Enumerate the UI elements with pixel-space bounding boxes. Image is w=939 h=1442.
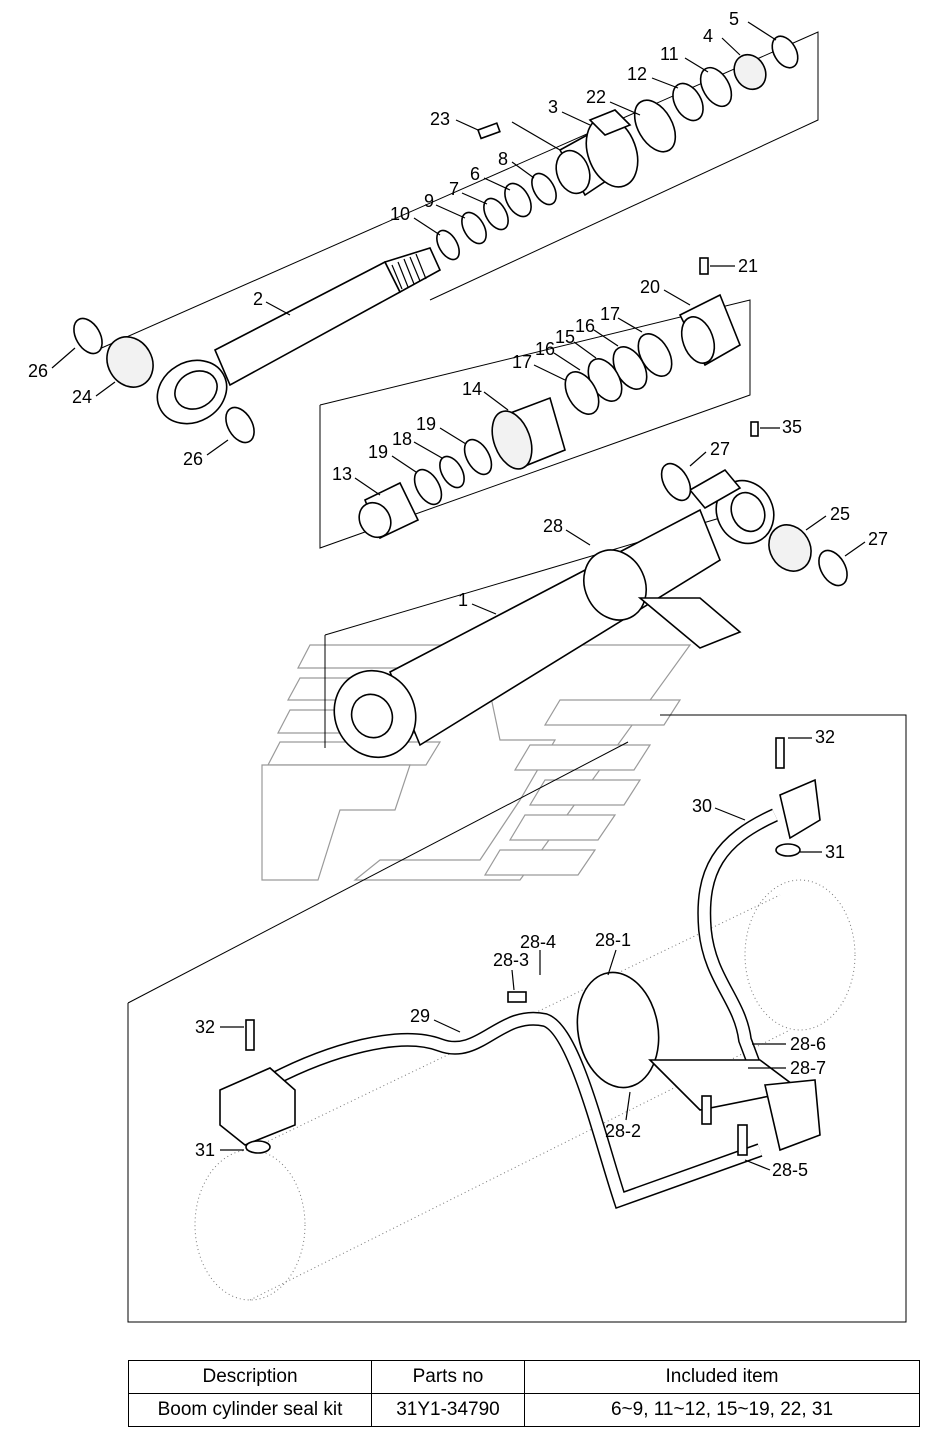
callout-28-7: 28-7 (790, 1058, 826, 1078)
seal-kit-table: Description Parts no Included item Boom … (128, 1360, 920, 1427)
seal-rings-and-small-parts (73, 35, 848, 587)
callout-28-2: 28-2 (605, 1121, 641, 1141)
callout-13: 13 (332, 464, 352, 484)
callout-labels: 5 4 11 12 22 3 23 8 6 7 9 10 2 26 24 26 … (28, 9, 888, 1180)
callout-23: 23 (430, 109, 450, 129)
callout-26-top: 26 (28, 361, 48, 381)
part-1-cylinder-tube (333, 468, 775, 759)
callout-22: 22 (586, 87, 606, 107)
callout-11: 11 (660, 44, 679, 64)
callout-18: 18 (392, 429, 412, 449)
callout-35: 35 (782, 417, 802, 437)
header-included-item: Included item (524, 1360, 920, 1394)
callout-25: 25 (830, 504, 850, 524)
callout-28-1: 28-1 (595, 930, 631, 950)
callout-31-bottom: 31 (195, 1140, 215, 1160)
callout-15: 15 (555, 327, 575, 347)
callout-31-top: 31 (825, 842, 845, 862)
cell-parts-no: 31Y1-34790 (371, 1393, 525, 1427)
hose-assembly (194, 737, 856, 1301)
part-3-rod-cover (555, 109, 639, 197)
callout-20: 20 (640, 277, 660, 297)
callout-1: 1 (458, 590, 468, 610)
callout-24: 24 (72, 387, 92, 407)
callout-17-top: 17 (600, 304, 620, 324)
header-description: Description (128, 1360, 372, 1394)
callout-10: 10 (390, 204, 410, 224)
callout-27-bottom: 27 (868, 529, 888, 549)
exploded-parts-diagram: 5 4 11 12 22 3 23 8 6 7 9 10 2 26 24 26 … (28, 9, 907, 1323)
callout-12: 12 (627, 64, 647, 84)
callout-21: 21 (738, 256, 758, 276)
callout-29: 29 (410, 1006, 430, 1026)
callout-28-3: 28-3 (493, 950, 529, 970)
callout-8: 8 (498, 149, 508, 169)
callout-28: 28 (543, 516, 563, 536)
watermark-logo (261, 644, 692, 881)
callout-3: 3 (548, 97, 558, 117)
callout-19-left: 19 (368, 442, 388, 462)
callout-28-4: 28-4 (520, 932, 556, 952)
part-2-piston-rod (156, 247, 442, 425)
callout-16-top: 16 (575, 316, 595, 336)
callout-28-5: 28-5 (772, 1160, 808, 1180)
callout-6: 6 (470, 164, 480, 184)
callout-2: 2 (253, 289, 263, 309)
callout-4: 4 (703, 26, 713, 46)
callout-27-top: 27 (710, 439, 730, 459)
callout-19-right: 19 (416, 414, 436, 434)
callout-14: 14 (462, 379, 482, 399)
callout-9: 9 (424, 191, 434, 211)
callout-30: 30 (692, 796, 712, 816)
callout-7: 7 (449, 179, 459, 199)
callout-17-bottom: 17 (512, 352, 532, 372)
header-parts-no: Parts no (371, 1360, 525, 1394)
cell-included-item: 6~9, 11~12, 15~19, 22, 31 (524, 1393, 920, 1427)
callout-5: 5 (729, 9, 739, 29)
callout-28-6: 28-6 (790, 1034, 826, 1054)
callout-26-bottom: 26 (183, 449, 203, 469)
table-row: Boom cylinder seal kit 31Y1-34790 6~9, 1… (128, 1393, 920, 1427)
callout-16-bottom: 16 (535, 339, 555, 359)
callout-32-bottom: 32 (195, 1017, 215, 1037)
table-header-row: Description Parts no Included item (128, 1360, 920, 1394)
callout-32-top: 32 (815, 727, 835, 747)
cell-description: Boom cylinder seal kit (128, 1393, 372, 1427)
